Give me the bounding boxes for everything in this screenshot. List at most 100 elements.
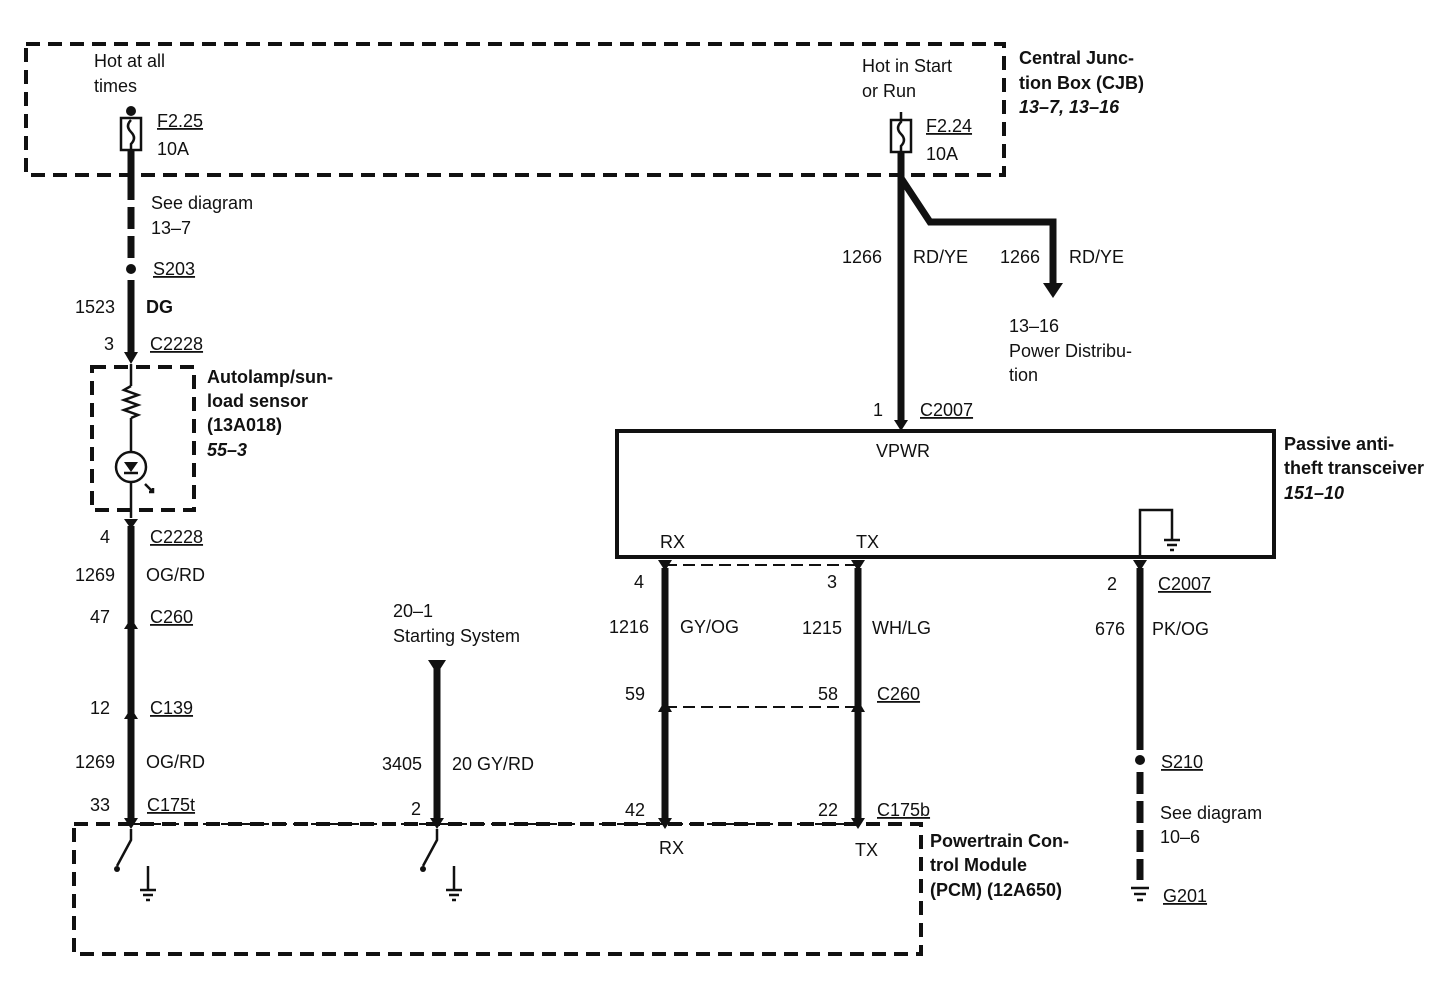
circuit-1216: 1216 [609, 617, 649, 637]
switch-icon [421, 829, 439, 867]
pats-ref: 151–10 [1284, 483, 1344, 503]
pcm-title-2: trol Module [930, 855, 1027, 875]
splice-s210-dot [1135, 755, 1145, 765]
connector-c175t: C175t [147, 795, 195, 815]
cjb-title-2: tion Box (CJB) [1019, 73, 1144, 93]
connector-c260-left: C260 [150, 607, 193, 627]
connector-arrow-icon [124, 519, 138, 529]
sensor-box [90, 365, 196, 512]
sensor-part-number: (13A018) [207, 415, 282, 435]
internal-ground-wire [1138, 508, 1174, 557]
connector-arrow-icon [894, 420, 908, 431]
connector-c2228-a: C2228 [150, 334, 203, 354]
incoming-arrow-icon [428, 660, 446, 674]
pin-22: 22 [818, 800, 838, 820]
switch-contact [114, 866, 120, 872]
circuit-676: 676 [1095, 619, 1125, 639]
cjb-ref: 13–7, 13–16 [1019, 97, 1120, 117]
sensor-ref: 55–3 [207, 440, 247, 460]
pin-12: 12 [90, 698, 110, 718]
connector-arrow-icon [1133, 560, 1147, 571]
splice-s203-dot [126, 264, 136, 274]
see-diagram-label-right: See diagram [1160, 803, 1262, 823]
pin-1: 1 [873, 400, 883, 420]
see-diagram-ref-right: 10–6 [1160, 827, 1200, 847]
power-dist-label: Power Distribu- [1009, 341, 1132, 361]
cjb-box [24, 42, 1006, 177]
pin-4: 4 [100, 527, 110, 547]
pats-vpwr: VPWR [876, 441, 930, 461]
cjb-title: Central Junc- [1019, 48, 1134, 68]
resistor-icon [120, 384, 142, 420]
pats-title-2: theft transceiver [1284, 458, 1424, 478]
connector-arrow-icon [851, 560, 865, 571]
pin-2-starting: 2 [411, 799, 421, 819]
pcm-box [72, 822, 923, 956]
pin-42: 42 [625, 800, 645, 820]
pcm-title: Powertrain Con- [930, 831, 1069, 851]
pats-tx: TX [856, 532, 879, 552]
pin-47: 47 [90, 607, 110, 627]
power-dist-label-2: tion [1009, 365, 1038, 385]
fuse-f2-24-rating: 10A [926, 144, 958, 164]
ground-g201-label: G201 [1163, 886, 1207, 906]
fuse-element-icon [126, 119, 136, 150]
connector-c260-right: C260 [877, 684, 920, 704]
color-wh-lg: WH/LG [872, 618, 931, 638]
color-rd-ye-a: RD/YE [913, 247, 968, 267]
power-node-left [126, 106, 136, 116]
diode-icon [124, 462, 138, 472]
connector-arrow-icon [124, 708, 138, 719]
starting-ref: 20–1 [393, 601, 433, 621]
see-diagram-label: See diagram [151, 193, 253, 213]
pats-title: Passive anti- [1284, 434, 1394, 454]
fuse-f2-25-label: F2.25 [157, 111, 203, 131]
connector-c2007-b: C2007 [1158, 574, 1211, 594]
connector-arrow-icon [124, 352, 138, 364]
circuit-1266-b: 1266 [1000, 247, 1040, 267]
pin-3-tx: 3 [827, 572, 837, 592]
pin-58: 58 [818, 684, 838, 704]
color-og-rd-b: OG/RD [146, 752, 205, 772]
circuit-1266-a: 1266 [842, 247, 882, 267]
circuit-1523: 1523 [75, 297, 115, 317]
color-rd-ye-b: RD/YE [1069, 247, 1124, 267]
sensor-title: Autolamp/sun- [207, 367, 333, 387]
power-dist-ref: 13–16 [1009, 316, 1059, 336]
fuse-f2-24-label: F2.24 [926, 116, 972, 136]
splice-s203-label: S203 [153, 259, 195, 279]
pin-3: 3 [104, 334, 114, 354]
color-gy-og: GY/OG [680, 617, 739, 637]
pin-33: 33 [90, 795, 110, 815]
fuse-f2-25-rating: 10A [157, 139, 189, 159]
connector-arrow-icon [851, 700, 865, 712]
pin-4-rx: 4 [634, 572, 644, 592]
outgoing-arrow-icon [1043, 283, 1063, 298]
pcm-tx: TX [855, 840, 878, 860]
cjb-hot-at-all-times-2: times [94, 76, 137, 96]
circuit-1269-b: 1269 [75, 752, 115, 772]
color-gy-rd: 20 GY/RD [452, 754, 534, 774]
see-diagram-ref: 13–7 [151, 218, 191, 238]
pin-59: 59 [625, 684, 645, 704]
color-dg: DG [146, 297, 173, 317]
cjb-hot-at-all-times: Hot at all [94, 51, 165, 71]
fuse-element-icon [896, 112, 906, 152]
connector-c2007-a: C2007 [920, 400, 973, 420]
color-pk-og: PK/OG [1152, 619, 1209, 639]
cjb-hot-in-start-2: or Run [862, 81, 916, 101]
starting-label: Starting System [393, 626, 520, 646]
switch-icon [115, 829, 133, 867]
color-og-rd-a: OG/RD [146, 565, 205, 585]
light-arrow-icon [144, 483, 155, 494]
connector-c2228-b: C2228 [150, 527, 203, 547]
connector-c175b: C175b [877, 800, 930, 820]
pcm-rx: RX [659, 838, 684, 858]
cjb-hot-in-start: Hot in Start [862, 56, 952, 76]
switch-contact [420, 866, 426, 872]
connector-arrow-icon [658, 700, 672, 712]
pin-2-gnd: 2 [1107, 574, 1117, 594]
circuit-3405: 3405 [382, 754, 422, 774]
wire-1266-branch [898, 176, 1057, 286]
